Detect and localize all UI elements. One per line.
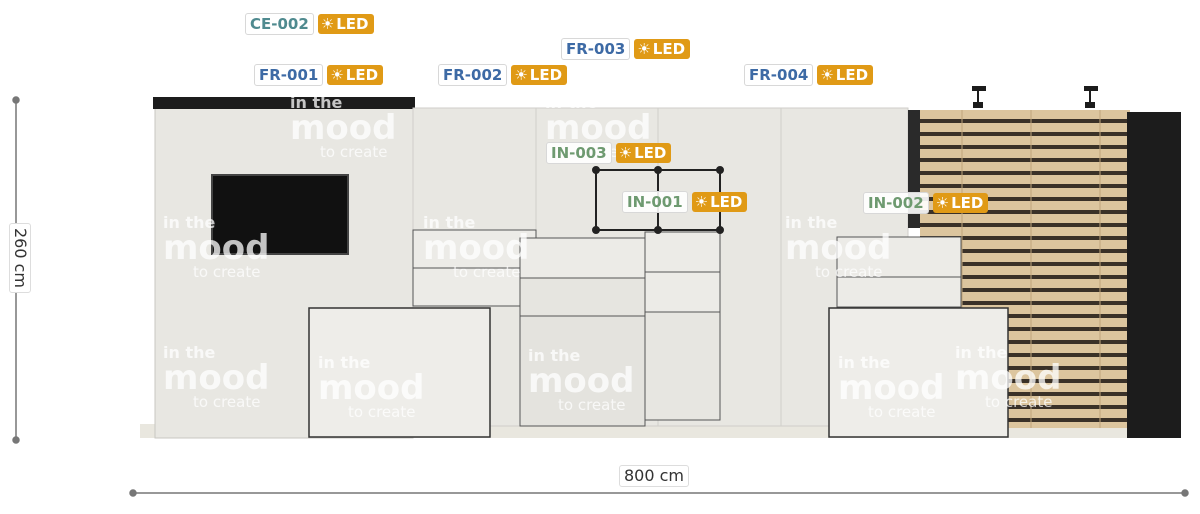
dimension-width-label: 800 cm [619,465,690,487]
led-badge: ☀LED [817,65,874,85]
tag-in-003[interactable]: IN-003 ☀LED [546,142,672,164]
tag-code: IN-002 [863,192,929,214]
tag-in-001[interactable]: IN-001 ☀LED [622,191,748,213]
tag-fr-004[interactable]: FR-004 ☀LED [744,64,874,86]
led-badge: ☀LED [932,193,989,213]
led-badge: ☀LED [634,39,691,59]
tag-code: FR-003 [561,38,631,60]
sun-icon: ☀ [935,194,950,212]
tag-fr-002[interactable]: FR-002 ☀LED [438,64,568,86]
wall-header-dark [153,97,415,109]
cabinet-module [519,315,646,427]
right-dark-wall [1127,112,1181,438]
sun-icon: ☀ [514,66,528,84]
led-badge: ☀LED [615,143,672,163]
wall-shelf [644,231,721,273]
dimension-height-label: 260 cm [9,222,31,294]
tag-code: IN-003 [546,142,612,164]
wall-shelf [836,236,962,278]
led-badge: ☀LED [691,192,748,212]
tag-code: IN-001 [622,191,688,213]
sun-icon: ☀ [820,66,834,84]
tag-code: FR-004 [744,64,814,86]
led-badge: ☀LED [511,65,568,85]
sun-icon: ☀ [320,15,335,33]
tag-fr-003[interactable]: FR-003 ☀LED [561,38,691,60]
spotlight-icon [972,86,986,108]
cabinet-module [519,237,646,279]
tag-code: FR-001 [254,64,324,86]
led-badge: ☀LED [317,14,374,34]
counter-left [308,307,491,438]
wall-shelf [644,271,721,313]
spotlight-icon [1084,86,1098,108]
wall-shelf [412,267,537,307]
tag-code: CE-002 [245,13,314,35]
sun-icon: ☀ [330,66,344,84]
sun-icon: ☀ [618,144,633,162]
wall-shelf [412,229,537,269]
led-badge: ☀LED [327,65,384,85]
tag-code: FR-002 [438,64,508,86]
wall-shelf [836,276,962,308]
tv-screen [211,174,349,255]
sun-icon: ☀ [694,193,709,211]
sun-icon: ☀ [637,40,651,58]
display-cabinet [644,311,721,421]
tag-ce-002[interactable]: CE-002 ☀LED [245,13,374,35]
counter-right [828,307,1009,438]
tag-fr-001[interactable]: FR-001 ☀LED [254,64,384,86]
cabinet-module [519,277,646,317]
dimension-width-line [129,489,1189,497]
tag-in-002[interactable]: IN-002 ☀LED [863,192,989,214]
